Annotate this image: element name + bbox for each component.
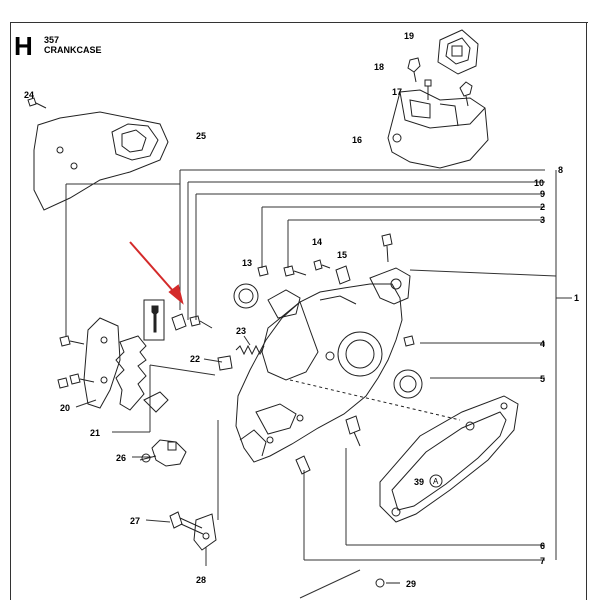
marker-a-circle [429,474,443,488]
part-19-gasket [437,29,479,75]
label-3: 3 [540,215,545,225]
frame-border [10,22,11,600]
part-17-screw [424,79,432,100]
frame-border [586,22,587,600]
label-20: 20 [60,403,70,413]
pointer-arrow [129,241,184,305]
part-20-plate [83,317,121,409]
label-39: 39 [414,477,424,487]
part-27-bolt [169,511,204,535]
label-18: 18 [374,62,384,72]
label-27: 27 [130,516,140,526]
part-18-clip [407,57,473,107]
part-39-gasket [379,395,519,523]
left-screws [57,335,95,389]
part-26-tensioner [139,439,187,467]
part-9-sleeve [171,313,187,331]
marker-a: A [433,477,439,486]
section-title: CRANKCASE [44,45,102,55]
label-19: 19 [404,31,414,41]
part-16-housing [387,89,489,169]
part-5-bearing [393,369,423,399]
label-4: 4 [540,339,545,349]
part-14-screw [313,259,331,271]
part-13-seal [233,283,259,309]
part-labels: 8 10 9 2 3 1 4 5 6 7 19 18 17 16 24 25 1… [24,31,579,589]
label-8: 8 [558,165,563,175]
part-28-bracket [193,513,217,551]
label-1: 1 [574,293,579,303]
model-number: 357 [44,35,60,45]
section-letter: H [14,31,33,61]
label-29: 29 [406,579,416,589]
dashed-center-line [289,379,461,421]
part-6-bolt [345,415,361,447]
label-9: 9 [540,189,545,199]
part-2-pin [257,265,269,277]
label-10: 10 [534,178,544,188]
label-28: 28 [196,575,206,585]
part-29-pin [375,578,400,588]
part-24-screw [27,97,47,109]
label-24: 24 [24,90,34,100]
crankcase-top-screw [381,233,393,263]
part-15-pin [335,265,351,285]
leader-lines [65,169,572,566]
label-6: 6 [540,541,545,551]
label-23: 23 [236,326,246,336]
label-2: 2 [540,202,545,212]
part-22-pin [217,355,233,371]
label-22: 22 [190,354,200,364]
label-16: 16 [352,135,362,145]
label-15: 15 [337,250,347,260]
part-1-crankcase [235,267,411,463]
label-17: 17 [392,87,402,97]
label-7: 7 [540,556,545,566]
part-4-pin [403,335,415,347]
label-21: 21 [90,428,100,438]
label-5: 5 [540,374,545,384]
label-25: 25 [196,131,206,141]
label-13: 13 [242,258,252,268]
part-3-screw [283,265,307,277]
label-26: 26 [116,453,126,463]
part-23-spring [235,344,265,356]
wrench-icon [143,299,165,341]
label-14: 14 [312,237,322,247]
bottom-leader [299,569,361,599]
part-25-cover [33,111,169,211]
part-7-pin [295,455,311,475]
frame-border [10,22,588,23]
part-21-bracket [115,335,169,413]
part-10-screw [189,315,213,329]
